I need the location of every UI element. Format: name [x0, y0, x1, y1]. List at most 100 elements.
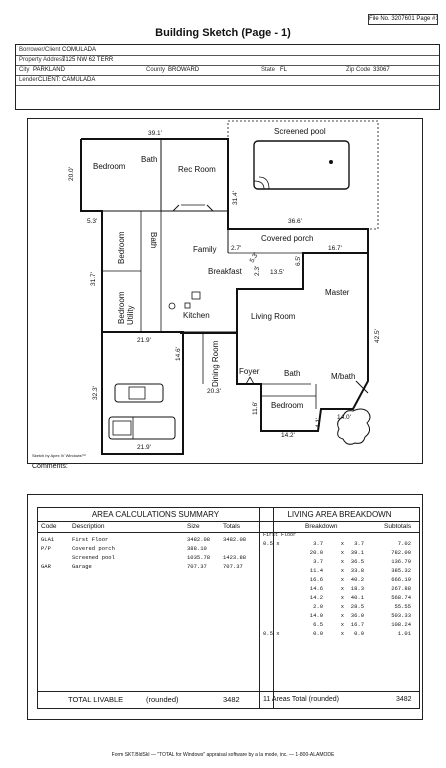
summary-cell: Screened pool — [72, 554, 115, 561]
dim-4-1: 4.1' — [315, 418, 322, 428]
breakdown-cell: 385.32 — [391, 567, 411, 574]
room-bedroom-3: Bedroom — [117, 291, 126, 324]
tree-icon — [337, 408, 371, 445]
room-bath-1: Bath — [141, 155, 157, 164]
summary-col-desc: Description — [72, 523, 105, 530]
breakdown-cell: 0.0 — [313, 630, 323, 637]
summary-cell: 388.10 — [187, 545, 207, 552]
dim-5-3b: 5.3' — [249, 252, 260, 264]
room-family: Family — [193, 245, 217, 254]
borrower-value: COMULADA — [62, 47, 97, 53]
summary-cell: 3482.08 — [187, 536, 211, 543]
breakdown-cell: 40.1 — [350, 594, 364, 601]
lender-label: Lender — [19, 77, 38, 83]
breakdown-cell: x — [340, 567, 344, 574]
breakdown-cell: 7.02 — [397, 540, 411, 547]
summary-cell: Covered porch — [72, 545, 115, 552]
garage-outline — [101, 331, 184, 455]
breakdown-box: LIVING AREA BREAKDOWN Breakdown Subtotal… — [259, 507, 420, 709]
breakdown-cell: 0.5 x — [263, 630, 280, 637]
pool-shape — [253, 140, 350, 190]
car-icon-1 — [114, 383, 164, 403]
room-bedroom-4: Bedroom — [271, 401, 304, 410]
dim-5-3: 5.3' — [87, 218, 97, 225]
summary-total-label: TOTAL LIVABLE — [68, 695, 124, 704]
area-calculations: AREA CALCULATIONS SUMMARY Code Descripti… — [27, 494, 423, 720]
borrower-label: Borrower/Client — [19, 47, 61, 53]
area-summary-box: AREA CALCULATIONS SUMMARY Code Descripti… — [37, 507, 274, 709]
breakdown-col-breakdown: Breakdown — [305, 523, 338, 530]
breakdown-cell: x — [340, 576, 344, 583]
page-title: Building Sketch (Page - 1) — [155, 27, 291, 39]
dim-2-3: 2.3' — [254, 266, 261, 276]
summary-col-size: Size — [187, 523, 200, 530]
breakdown-cell: 11.4 — [309, 567, 323, 574]
sketch-area: 39.1' 20.0' 5.3' 31.7' 31.4' 36.6' 2.7' … — [27, 118, 423, 464]
dim-31-4: 31.4' — [232, 191, 239, 205]
dim-2-7: 2.7' — [231, 245, 241, 252]
summary-total-rounded: (rounded) — [146, 695, 179, 704]
dim-21-9a: 21.9' — [137, 337, 151, 344]
dim-14-6: 14.6' — [175, 347, 182, 361]
breakdown-cell: 0.5 x — [263, 540, 280, 547]
summary-cell: 1423.88 — [223, 554, 247, 561]
breakdown-cell: 3.7 — [313, 540, 323, 547]
room-covered-porch: Covered porch — [261, 234, 313, 243]
breakdown-cell: x — [340, 621, 344, 628]
summary-cell: First Floor — [72, 536, 109, 543]
dim-13-5: 13.5' — [270, 269, 284, 276]
address-row: Property Address 7125 NW 62 TERR — [16, 55, 439, 66]
room-mbath: M/bath — [331, 372, 355, 381]
breakdown-cell: x — [340, 630, 344, 637]
room-dining: Dining Room — [211, 340, 220, 387]
dim-20-0: 20.0' — [68, 167, 75, 181]
summary-cell: P/P — [41, 545, 51, 552]
breakdown-cell: 36.0 — [350, 612, 364, 619]
room-kitchen: Kitchen — [183, 311, 210, 320]
dim-21-9b: 21.9' — [137, 444, 151, 451]
dim-16-7: 16.7' — [328, 245, 342, 252]
breakdown-col-subtotals: Subtotals — [384, 523, 412, 530]
breakdown-title: LIVING AREA BREAKDOWN — [287, 510, 392, 519]
summary-cell: 1035.78 — [187, 554, 211, 561]
city-row: City PARKLAND County BROWARD State FL Zi… — [16, 65, 439, 76]
breakdown-cell: x — [340, 594, 344, 601]
breakdown-row: 11.4 x 33.8 385.32 — [260, 566, 419, 575]
dim-39-1: 39.1' — [148, 130, 162, 137]
dim-20-3: 20.3' — [207, 388, 221, 395]
breakdown-cell: 33.8 — [350, 567, 364, 574]
summary-cell: GAR — [41, 563, 51, 570]
breakdown-cell: x — [340, 540, 344, 547]
summary-cell: 707.37 — [187, 563, 207, 570]
summary-row: P/P Covered porch 388.10 — [38, 544, 273, 553]
breakdown-cell: 503.33 — [391, 612, 411, 619]
breakdown-cell: 666.19 — [391, 576, 411, 583]
dim-6-5: 6.5' — [295, 256, 302, 266]
breakdown-cell: 20.0 — [309, 549, 323, 556]
breakdown-cell: 3.7 — [354, 540, 364, 547]
breakdown-cell: 108.24 — [391, 621, 411, 628]
breakdown-cell: x — [340, 558, 344, 565]
room-bath-3: Bath — [284, 369, 300, 378]
lender-row: Lender CLIENT: CAMULADA — [16, 75, 439, 86]
county-label: County — [146, 67, 166, 73]
breakdown-total-value: 3482 — [396, 696, 412, 703]
room-foyer: Foyer — [239, 367, 260, 376]
state-label: State — [261, 67, 276, 73]
breakdown-cell: 28.5 — [350, 603, 364, 610]
summary-col-totals: Totals — [223, 523, 240, 530]
breakdown-cell: x — [340, 549, 344, 556]
state-value: FL — [280, 67, 288, 73]
room-living: Living Room — [251, 312, 296, 321]
breakdown-cell: 6.5 — [313, 621, 323, 628]
summary-cell: 707.37 — [223, 563, 243, 570]
